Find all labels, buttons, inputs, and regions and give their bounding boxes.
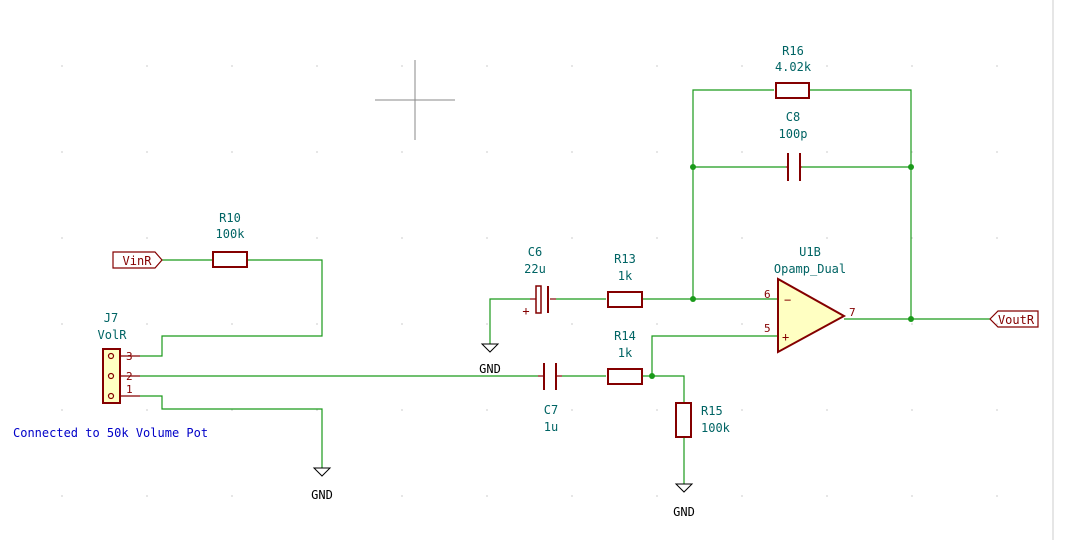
r13-value: 1k [618,269,633,283]
voutr-text: VoutR [998,313,1035,327]
c8-value: 100p [779,127,808,141]
resistor-r14[interactable]: R14 1k [607,329,643,385]
j7-ref: J7 [104,311,118,325]
r15-ref: R15 [701,404,723,418]
net-label-voutr[interactable]: VoutR [989,310,1039,328]
gnd-symbol-j7: GND [311,467,333,502]
u1b-value: Opamp_Dual [774,262,846,276]
r10-value: 100k [216,227,246,241]
r16-value: 4.02k [775,60,812,74]
capacitor-c8[interactable]: C8 100p [779,110,808,181]
c7-value: 1u [544,420,558,434]
j7-pin2: 2 [126,370,133,383]
crosshair-cursor-icon [375,60,455,140]
connector-j7[interactable]: 3 2 1 J7 VolR [98,311,140,404]
junction-dot [690,296,696,302]
vinr-text: VinR [123,254,153,268]
net-label-vinr[interactable]: VinR [112,251,163,269]
c6-plus-mark: + [522,304,529,318]
junction-dot [690,164,696,170]
r15-value: 100k [701,421,731,435]
junction-dot [908,164,914,170]
opamp-u1b[interactable]: − + 6 5 7 U1B Opamp_Dual [764,245,856,354]
gnd-symbol-c6 [480,343,500,353]
capacitor-c6[interactable]: + C6 22u [522,245,556,318]
r13-ref: R13 [614,252,636,266]
opamp-pin7: 7 [849,306,856,319]
junction-dot [908,316,914,322]
j7-pin3: 3 [126,350,133,363]
opamp-minus-sign: − [784,293,791,307]
c6-ref: C6 [528,245,542,259]
c7-ref: C7 [544,403,558,417]
resistor-r13[interactable]: R13 1k [607,252,643,308]
resistor-r15[interactable]: R15 100k [675,402,731,438]
r14-value: 1k [618,346,633,360]
opamp-pin5: 5 [764,322,771,335]
opamp-pin6: 6 [764,288,771,301]
resistor-r16[interactable]: R16 4.02k [775,44,812,99]
j7-value: VolR [98,328,128,342]
r10-ref: R10 [219,211,241,225]
capacitor-c7[interactable]: C7 1u [538,363,562,434]
gnd-text-2: GND [673,505,695,519]
wires [140,89,990,484]
gnd-text-1: GND [311,488,333,502]
c6-value: 22u [524,262,546,276]
j7-pin1: 1 [126,383,133,396]
c8-ref: C8 [786,110,800,124]
r16-ref: R16 [782,44,804,58]
note-text: Connected to 50k Volume Pot [13,426,208,440]
junctions [649,164,914,379]
gnd-symbol-r15: GND [673,483,695,519]
r14-ref: R14 [614,329,636,343]
gnd-wire-label: GND [479,362,501,376]
junction-dot [649,373,655,379]
resistor-r10[interactable]: R10 100k [212,211,248,268]
opamp-plus-sign: + [782,330,789,344]
u1b-ref: U1B [799,245,821,259]
